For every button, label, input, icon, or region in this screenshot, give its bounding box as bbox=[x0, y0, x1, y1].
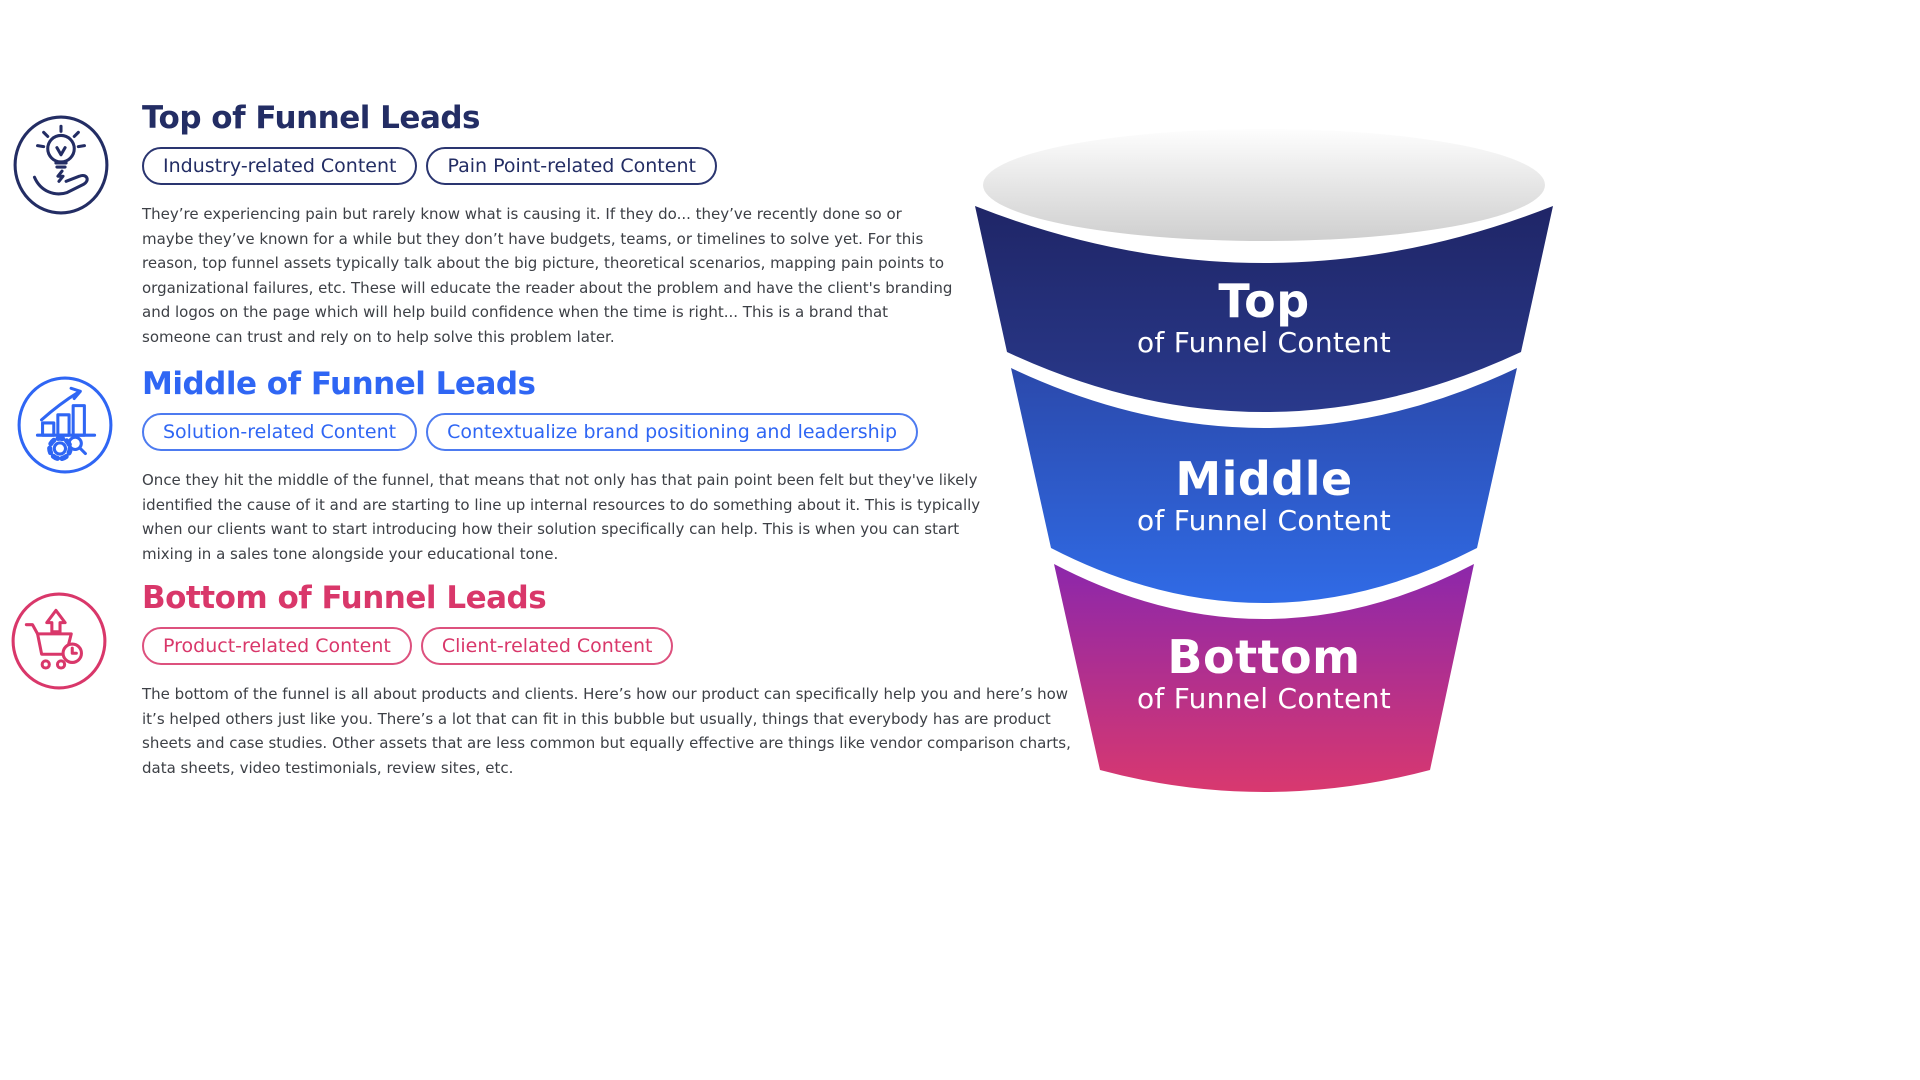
funnel-title: Top bbox=[1218, 274, 1310, 328]
tag-pill: Product-related Content bbox=[142, 627, 412, 665]
funnel-subtitle: of Funnel Content bbox=[1136, 504, 1392, 537]
tag-pill: Pain Point-related Content bbox=[426, 147, 717, 185]
funnel-title: Bottom bbox=[1167, 630, 1361, 684]
funnel-label-middle: Middle of Funnel Content bbox=[954, 456, 1574, 536]
section-heading: Middle of Funnel Leads bbox=[142, 366, 536, 402]
lightbulb-in-hand-icon bbox=[10, 114, 112, 216]
tag-row: Industry-related Content Pain Point-rela… bbox=[142, 147, 954, 185]
funnel-label-top: Top of Funnel Content bbox=[954, 278, 1574, 358]
tag-pill: Industry-related Content bbox=[142, 147, 418, 185]
section-heading: Bottom of Funnel Leads bbox=[142, 580, 547, 616]
funnel-title: Middle bbox=[1175, 452, 1353, 506]
tag-row: Solution-related Content Contextualize b… bbox=[142, 413, 1000, 451]
section-body: Once they hit the middle of the funnel, … bbox=[142, 471, 981, 563]
funnel-label-bottom: Bottom of Funnel Content bbox=[954, 634, 1574, 714]
section-body: The bottom of the funnel is all about pr… bbox=[142, 685, 1071, 777]
section-body: They’re experiencing pain but rarely kno… bbox=[142, 205, 953, 346]
section-heading: Top of Funnel Leads bbox=[142, 100, 481, 136]
shopping-cart-growth-icon bbox=[8, 590, 110, 692]
funnel-subtitle: of Funnel Content bbox=[1136, 326, 1392, 359]
funnel-bucket-illustration bbox=[970, 123, 1558, 792]
growth-chart-gear-icon bbox=[14, 374, 116, 476]
tag-row: Product-related Content Client-related C… bbox=[142, 627, 1072, 665]
funnel-graphic: Top of Funnel Content Middle of Funnel C… bbox=[950, 100, 1570, 820]
funnel-subtitle: of Funnel Content bbox=[1136, 682, 1392, 715]
tag-pill: Solution-related Content bbox=[142, 413, 418, 451]
tag-pill: Contextualize brand positioning and lead… bbox=[426, 413, 919, 451]
tag-pill: Client-related Content bbox=[420, 627, 674, 665]
